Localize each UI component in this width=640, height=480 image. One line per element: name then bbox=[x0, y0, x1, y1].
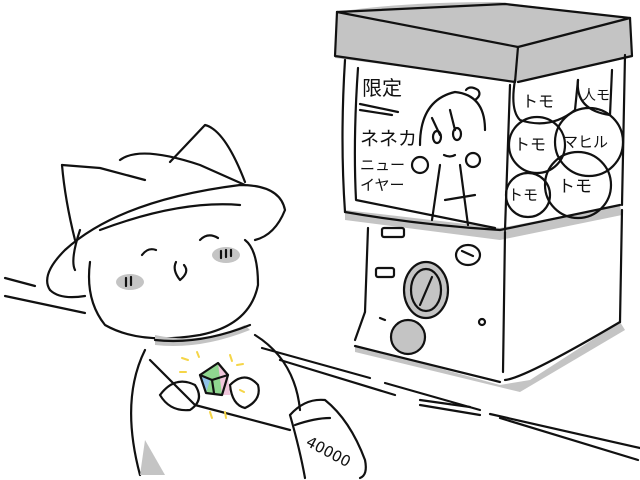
capsule-label: マヒル bbox=[563, 133, 608, 151]
sparkles bbox=[179, 351, 245, 419]
poster-line1: ネネカ bbox=[360, 128, 417, 150]
return-button bbox=[454, 243, 482, 267]
bag-label: 40000 bbox=[303, 433, 354, 471]
coin-slot-1 bbox=[380, 226, 406, 239]
coin-slot-2 bbox=[374, 266, 396, 279]
machine-lid bbox=[335, 2, 633, 82]
poster-line3: イヤー bbox=[360, 176, 405, 194]
poster-line2: ニュー bbox=[360, 156, 405, 174]
capsule-label: トモ bbox=[508, 186, 538, 204]
capsule-label: トモ bbox=[522, 92, 554, 111]
capsules: トモ 人モ トモ マヒル トモ トモ bbox=[504, 68, 625, 220]
character: 40000 bbox=[46, 123, 367, 480]
machine-poster: 限定 ネネカ ニュー イヤー bbox=[358, 76, 487, 227]
capsule-label: トモ bbox=[558, 177, 592, 197]
road-lines bbox=[3, 276, 640, 462]
dial-knob bbox=[402, 260, 450, 320]
capsule-label-partial: 人モ bbox=[582, 88, 610, 104]
poster-title: 限定 bbox=[362, 76, 402, 100]
gachapon-machine bbox=[333, 2, 634, 392]
capsule-label: トモ bbox=[514, 135, 546, 154]
rainbow-gem bbox=[179, 351, 245, 419]
capsule-outlet bbox=[391, 320, 425, 354]
coin-bag: 40000 bbox=[288, 398, 367, 480]
poster-girl bbox=[410, 86, 487, 227]
